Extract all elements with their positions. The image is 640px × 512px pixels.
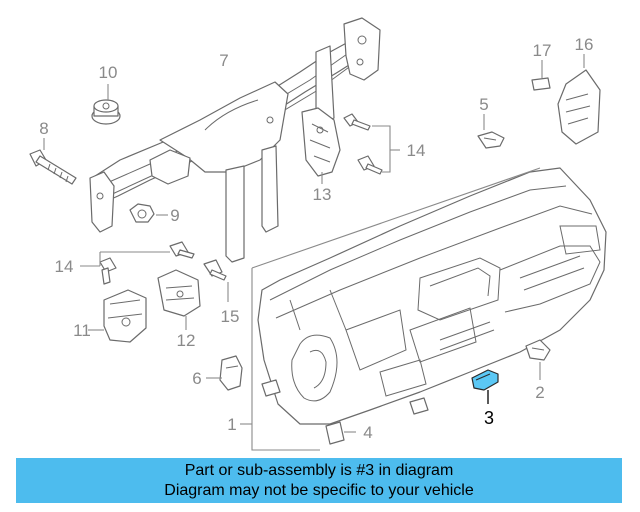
bushing-part-10 [91,99,121,125]
callout-15: 15 [221,307,240,326]
callout-4: 4 [363,423,372,442]
bolt-part-8 [29,149,77,185]
bracket-part-11 [103,289,147,343]
clip-part-17 [531,77,551,91]
panel-clip-left [261,379,281,397]
clip-part-4 [325,421,345,445]
bracket-part-6 [219,355,243,391]
parts-diagram: 1 2 3 4 5 6 7 8 9 10 11 12 13 14 14 15 1… [29,17,607,451]
callout-12: 12 [177,331,196,350]
clip-part-15 [203,259,227,281]
callout-13: 13 [313,185,332,204]
bolt-part-14-lower [99,241,195,285]
callout-14-lower: 14 [55,257,74,276]
callout-5: 5 [479,95,488,114]
bracket-part-12 [157,269,201,317]
callout-17: 17 [533,41,552,60]
nut-part-9 [129,203,155,223]
callout-7: 7 [219,51,228,70]
bracket-part-13 [301,107,341,177]
callout-2: 2 [535,383,544,402]
callout-10: 10 [99,63,118,82]
callout-9: 9 [170,206,179,225]
callout-1: 1 [227,415,236,434]
clip-part-5 [477,131,505,149]
banner-line-2: Diagram may not be specific to your vehi… [164,482,474,499]
side-panel-part-16 [557,69,601,145]
clip-part-2 [525,339,551,361]
info-banner: Part or sub-assembly is #3 in diagram Di… [16,458,622,503]
cross-car-beam-part [89,17,381,263]
callout-14-upper: 14 [407,141,426,160]
callout-8: 8 [39,119,48,138]
bolt-part-14-upper [343,113,383,175]
banner-line-1: Part or sub-assembly is #3 in diagram [184,462,454,479]
panel-clip-center [409,397,429,415]
callout-11: 11 [73,321,91,340]
callout-16: 16 [575,35,594,54]
highlighted-part-3[interactable] [471,369,499,391]
instrument-panel-part [257,167,607,425]
callout-3[interactable]: 3 [484,408,494,428]
callout-6: 6 [192,369,201,388]
